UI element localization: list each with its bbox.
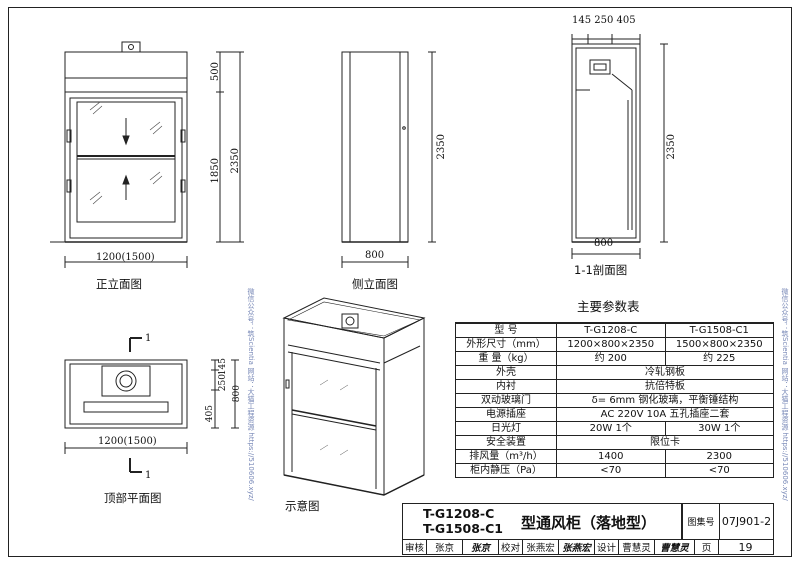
front-dim-2350: 2350 [230, 148, 241, 174]
params-row-value-v2: 约 225 [664, 351, 774, 366]
page-number: 19 [738, 540, 753, 554]
params-row: 柜内静压（Pa）<70<70 [455, 463, 774, 478]
section-dim-top: 145 250 405 [572, 15, 636, 26]
params-row-value-v1: 1400 [556, 449, 666, 464]
design-name: 曹慧灵 [619, 540, 655, 554]
params-row: 安全装置限位卡 [455, 435, 774, 450]
params-row-label: 柜内静压（Pa） [455, 463, 557, 478]
check-name: 张燕宏 [523, 540, 559, 554]
top-plan-dim-width: 1200(1500) [98, 436, 157, 447]
top-plan-dim-405: 405 [205, 405, 215, 423]
params-row-value: AC 220V 10A 五孔插座二套 [556, 407, 774, 422]
params-row-label: 重 量（kg） [455, 351, 557, 366]
isometric-drawing [282, 297, 426, 496]
params-row-label: 安全装置 [455, 435, 557, 450]
params-row: 内衬抗倍特板 [455, 379, 774, 394]
top-plan-dim-145: 145 [218, 358, 228, 376]
params-row-label: 型 号 [455, 322, 557, 338]
params-row-value-v2: 1500×800×2350 [664, 337, 774, 352]
title-block-main: T-G1208-C T-G1508-C1 型通风柜（落地型） [402, 503, 682, 539]
params-row-value-v1: 20W 1个 [556, 421, 666, 436]
params-row-label: 外形尺寸（mm） [455, 337, 557, 352]
top-plan-dim-250: 250 [218, 374, 228, 392]
front-dim-1850: 1850 [210, 158, 221, 184]
params-row-label: 双动玻璃门 [455, 393, 557, 408]
design-label: 设计 [595, 540, 619, 554]
review-label: 审核 [403, 540, 427, 554]
front-elevation-caption: 正立面图 [96, 277, 142, 291]
params-row: 外壳冷轧钢板 [455, 365, 774, 380]
params-row-label: 外壳 [455, 365, 557, 380]
params-row-label: 内衬 [455, 379, 557, 394]
top-plan-drawing [64, 337, 239, 473]
params-row-value-v1: 约 200 [556, 351, 666, 366]
top-plan-cut-mark-top: 1 [145, 333, 152, 344]
params-row-value-v2: 2300 [664, 449, 774, 464]
check-label: 校对 [499, 540, 523, 554]
top-plan-dim-800: 800 [232, 385, 242, 403]
review-signature: 张京 [463, 540, 499, 554]
top-plan-caption: 顶部平面图 [104, 491, 162, 505]
title-block: T-G1208-C T-G1508-C1 型通风柜（落地型） 图集号 07J90… [402, 503, 774, 555]
watermark-right: 微信公众号：筑Scientia 网站：大猫工程资源 https://510606… [781, 288, 789, 501]
top-plan-cut-mark-bottom: 1 [145, 470, 152, 481]
atlas-number: 07J901-2 [721, 515, 772, 528]
params-row-value-v2: T-G1508-C1 [664, 322, 774, 338]
params-row-value: 限位卡 [556, 435, 774, 450]
drawing-frame [8, 7, 792, 557]
side-dim-800: 800 [365, 250, 385, 261]
params-row-value: 抗倍特板 [556, 379, 774, 394]
side-dim-2350: 2350 [436, 134, 447, 160]
params-row-value: 冷轧钢板 [556, 365, 774, 380]
section-dim-2350: 2350 [666, 134, 677, 160]
params-row-value: δ= 6mm 钢化玻璃，平衡锤结构 [556, 393, 774, 408]
title-model-line1: T-G1208-C [423, 506, 495, 521]
watermark-left: 微信公众号：筑Scientia 网站：大猫工程资源 https://510606… [247, 288, 255, 501]
section-caption: 1-1剖面图 [574, 263, 628, 277]
title-block-atlas: 图集号 07J901-2 [682, 503, 774, 539]
params-row-value-v1: <70 [556, 463, 666, 478]
params-row-label: 排风量（m³/h） [455, 449, 557, 464]
review-name: 张京 [427, 540, 463, 554]
front-elevation-drawing [50, 41, 244, 268]
side-elevation-caption: 侧立面图 [352, 277, 398, 291]
section-dim-800: 800 [594, 238, 614, 249]
params-row-label: 日光灯 [455, 421, 557, 436]
front-dim-500: 500 [210, 62, 221, 82]
params-row-value-v2: 30W 1个 [664, 421, 774, 436]
params-row-label: 电源插座 [455, 407, 557, 422]
side-elevation-drawing [341, 51, 436, 268]
params-row-value-v1: 1200×800×2350 [556, 337, 666, 352]
params-table-title: 主要参数表 [577, 299, 640, 314]
page-label: 页 [695, 540, 719, 554]
params-row-value-v1: T-G1208-C [556, 322, 666, 338]
atlas-label: 图集号 [683, 504, 720, 539]
check-signature: 张燕宏 [559, 540, 595, 554]
design-signature: 曹慧灵 [655, 540, 695, 554]
title-name: 型通风柜（落地型） [521, 514, 657, 532]
title-block-signatures: 审核 张京 张京 校对 张燕宏 张燕宏 设计 曹慧灵 曹慧灵 页 19 [402, 539, 774, 555]
params-row-value-v2: <70 [664, 463, 774, 478]
section-drawing [571, 34, 668, 259]
isometric-caption: 示意图 [285, 499, 320, 513]
title-model-line2: T-G1508-C1 [423, 521, 503, 536]
front-dim-width: 1200(1500) [96, 252, 155, 263]
